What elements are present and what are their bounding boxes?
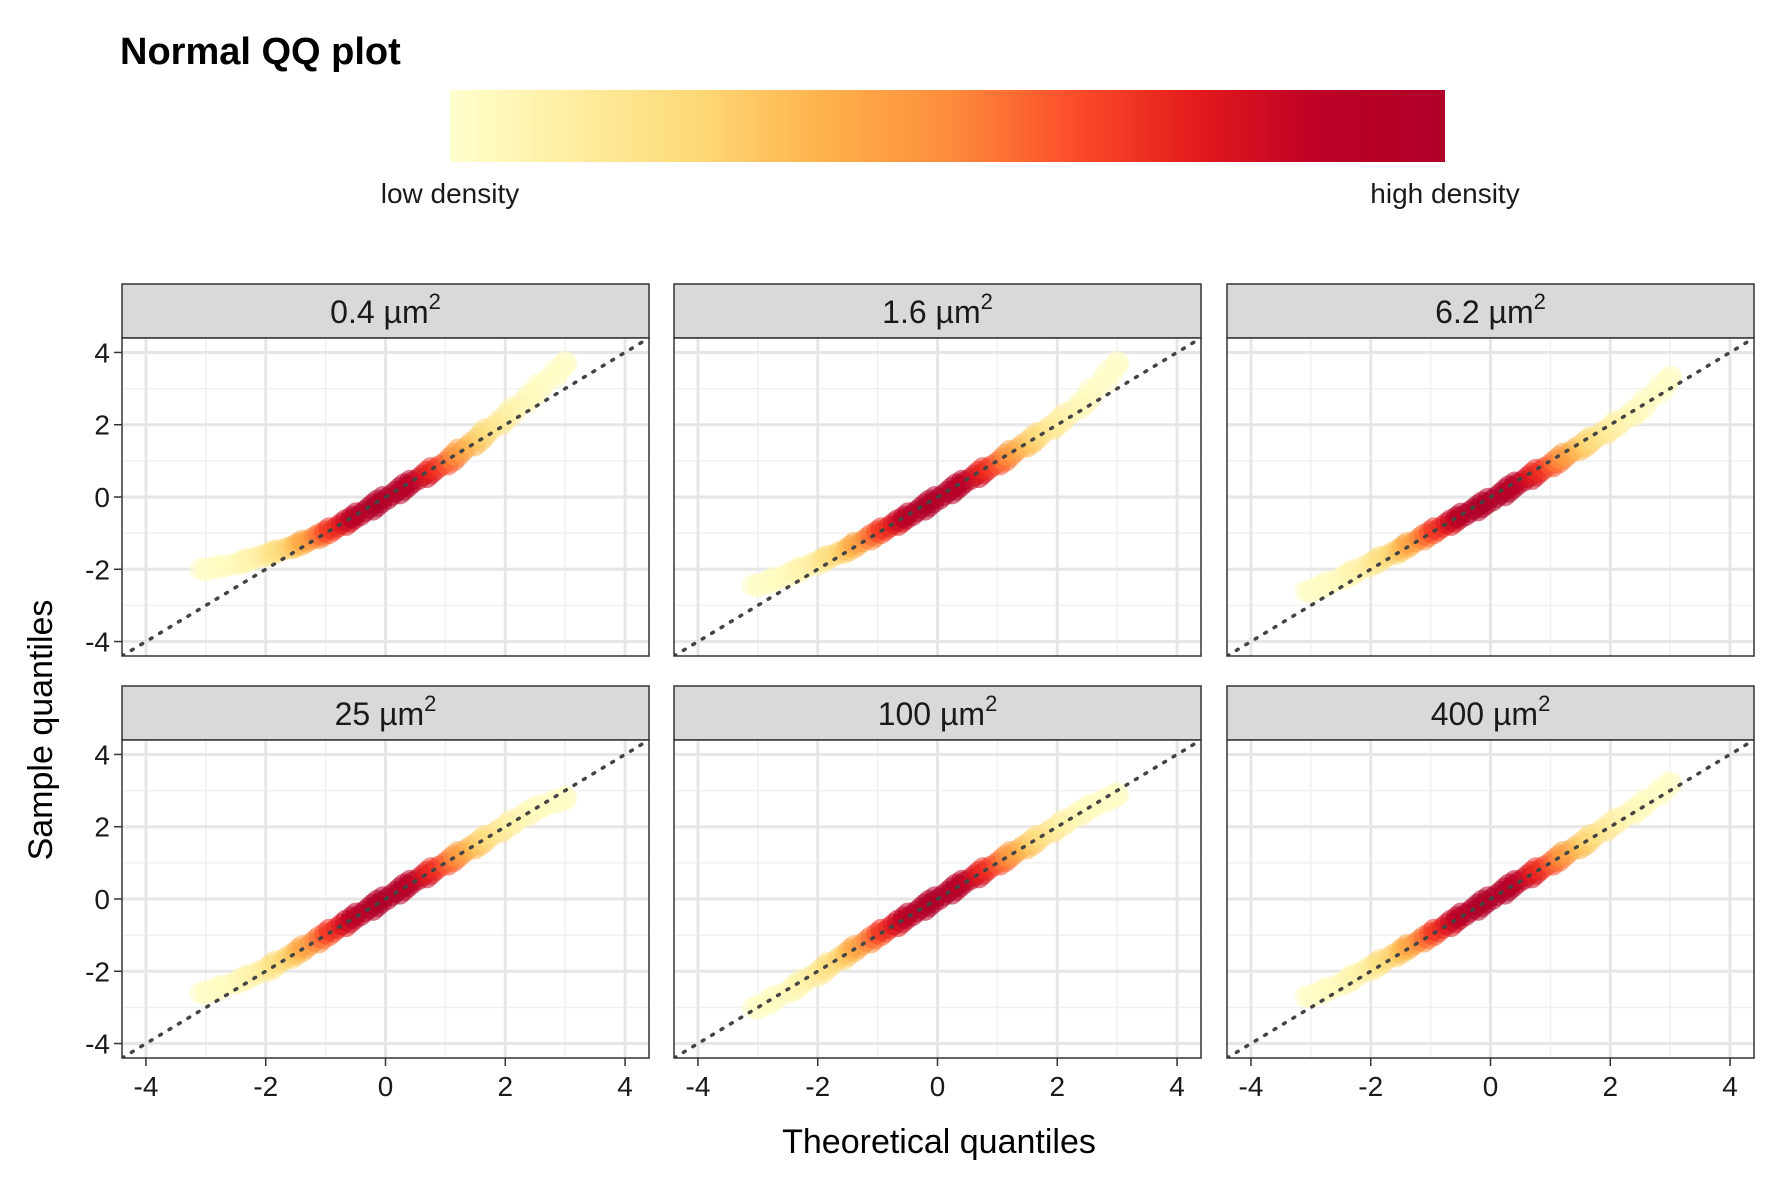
reference-line (122, 338, 649, 656)
panel-contents (674, 740, 1201, 1058)
panel-border (1226, 337, 1755, 657)
facet-strip-label: 0.4 µm2 (330, 289, 441, 330)
facet-strip-label: 6.2 µm2 (1435, 289, 1546, 330)
qq-point (1298, 578, 1323, 603)
qq-point (1105, 351, 1130, 376)
legend-high-label: high density (1370, 178, 1519, 209)
y-axis-label: Sample quantiles (22, 600, 60, 861)
x-tick-label: -4 (134, 1071, 159, 1102)
x-tick-label: 4 (1722, 1071, 1738, 1102)
x-tick-label: -4 (1239, 1071, 1264, 1102)
facet-strip (673, 283, 1202, 339)
y-tick-label: 4 (94, 739, 110, 770)
facet-panel: 0.4 µm2 -4 -2 0 2 4 (85, 283, 650, 658)
qq-point (553, 351, 578, 376)
qq-point (193, 980, 218, 1005)
facet-strip (121, 283, 650, 339)
density-colorbar (450, 90, 1445, 162)
reference-line (674, 740, 1201, 1058)
facet-strip (1226, 283, 1755, 339)
facet-panel: 100 µm2 -4 -2 0 2 4 (673, 685, 1202, 1102)
chart-title: Normal QQ plot (120, 31, 401, 73)
x-tick-label: -2 (253, 1071, 278, 1102)
x-tick-label: 2 (1602, 1071, 1618, 1102)
facet-strip (1226, 685, 1755, 741)
x-axis-label: Theoretical quantiles (782, 1123, 1096, 1161)
y-tick-label: 4 (94, 337, 110, 368)
qq-point (1298, 984, 1323, 1009)
y-tick-label: -4 (85, 1029, 110, 1060)
x-tick-label: -4 (686, 1071, 711, 1102)
x-tick-label: 2 (1049, 1071, 1065, 1102)
x-tick-label: 0 (930, 1071, 946, 1102)
y-tick-label: 0 (94, 482, 110, 513)
facet-strip (121, 685, 650, 741)
panel-contents (674, 338, 1201, 656)
facet-panel: 400 µm2 -4 -2 0 2 4 (1226, 685, 1755, 1102)
qq-point (553, 785, 578, 810)
qq-point (1658, 771, 1683, 796)
panel-contents (1227, 338, 1754, 656)
density-legend: low density high density (381, 90, 1520, 209)
facet-strip-label: 25 µm2 (335, 691, 437, 732)
x-tick-label: 2 (497, 1071, 513, 1102)
y-tick-label: 0 (94, 884, 110, 915)
panel-contents (122, 338, 649, 656)
reference-line (1227, 338, 1754, 656)
facet-panel: 25 µm2 -4 -2 0 2 4 -4 -2 0 2 4 (85, 685, 650, 1102)
x-tick-label: -2 (805, 1071, 830, 1102)
panel-contents (1227, 740, 1754, 1058)
reference-line (674, 338, 1201, 656)
facet-strip-label: 100 µm2 (878, 691, 998, 732)
x-tick-label: 0 (378, 1071, 394, 1102)
panel-border (673, 337, 1202, 657)
facet-strip-label: 400 µm2 (1431, 691, 1551, 732)
qq-point (1658, 365, 1683, 390)
facet-panel: 6.2 µm2 (1226, 283, 1755, 657)
x-tick-label: -2 (1358, 1071, 1383, 1102)
y-tick-label: -4 (85, 627, 110, 658)
qq-point (745, 573, 770, 598)
y-tick-label: -2 (85, 956, 110, 987)
x-tick-label: 4 (617, 1071, 633, 1102)
x-tick-label: 4 (1169, 1071, 1185, 1102)
y-tick-label: 2 (94, 410, 110, 441)
facet-strip-label: 1.6 µm2 (882, 289, 993, 330)
reference-line (122, 740, 649, 1058)
qq-point (1105, 782, 1130, 807)
reference-line (1227, 740, 1754, 1058)
panel-contents (122, 740, 649, 1058)
y-tick-label: -2 (85, 554, 110, 585)
facet-panel: 1.6 µm2 (673, 283, 1202, 657)
y-tick-label: 2 (94, 812, 110, 843)
legend-low-label: low density (381, 178, 520, 209)
x-tick-label: 0 (1483, 1071, 1499, 1102)
qq-point (193, 557, 218, 582)
